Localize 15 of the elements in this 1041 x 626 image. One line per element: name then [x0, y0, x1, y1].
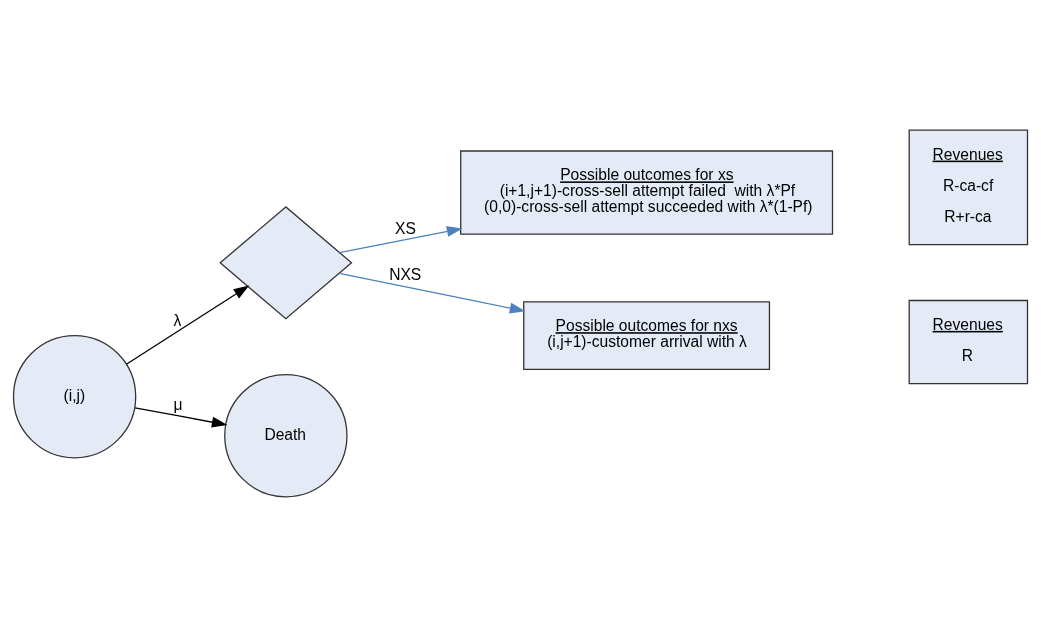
node-diamond: [219, 205, 353, 320]
node-box: Possible outcomes for nxs (i,j+1)-customer arrival with λ: [523, 300, 771, 370]
node-circle: Death: [224, 373, 348, 497]
node-box: Possible outcomes for xs (i+1,j+1)-cross-sell attempt failed with λ*Pf (0,0)-cross-sell attempt succeeded with λ*(1-Pf): [460, 149, 834, 235]
edge-label: XS: [395, 219, 416, 237]
edge-label: NXS: [389, 265, 422, 283]
edge-label: μ: [173, 395, 183, 413]
node-box: Revenues R-ca-cf R+r-ca: [908, 129, 1029, 245]
edge-label: λ: [173, 311, 182, 329]
arrow: [338, 225, 463, 253]
arrow: [125, 284, 250, 365]
arrow: [338, 272, 526, 313]
arrow: [134, 406, 228, 428]
node-box: Revenues R: [908, 299, 1029, 384]
node-circle: (i,j): [12, 334, 137, 458]
